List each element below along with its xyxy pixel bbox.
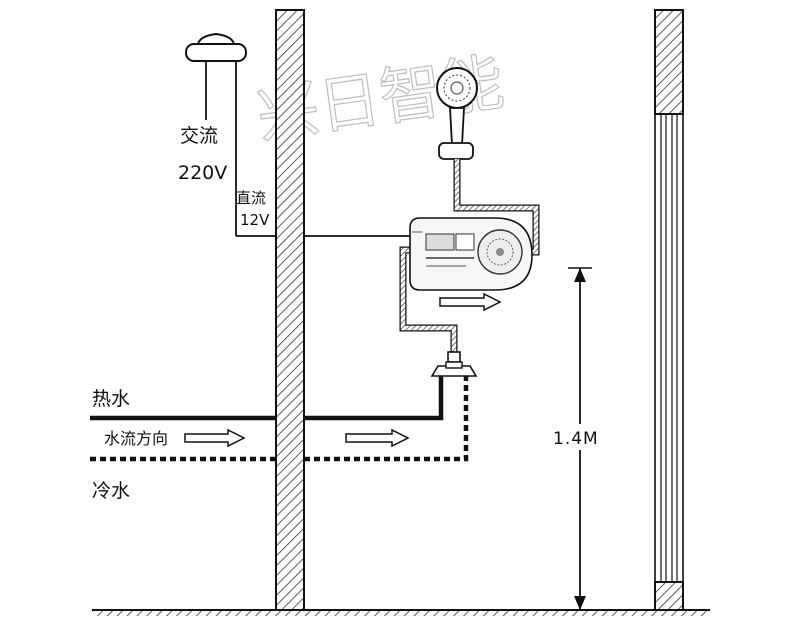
heater-outlet-pipe [400,247,457,352]
left-wall [275,9,305,611]
mixing-valve-icon [430,351,478,377]
dc-voltage-label: 12V [240,211,270,229]
power-adapter-icon [185,32,247,236]
flow-direction-label: 水流方向 [104,429,168,448]
hot-water-pipe [90,376,444,421]
flow-arrow-icon [184,428,246,448]
cold-water-label: 冷水 [92,480,130,502]
ac-label: 交流 [180,125,218,147]
cold-water-pipe [90,376,469,462]
height-label-bg [548,424,618,450]
shower-head-icon [436,67,478,160]
ground [92,609,710,616]
height-label: 1.4M [553,429,599,449]
right-wall [654,9,684,611]
ac-voltage-label: 220V [178,162,227,184]
hot-water-label: 热水 [92,388,130,410]
dc-label: 直流 [236,189,266,207]
flow-arrow-icon [345,428,410,448]
water-heater-icon [409,217,533,291]
flow-arrow-icon [439,292,502,312]
